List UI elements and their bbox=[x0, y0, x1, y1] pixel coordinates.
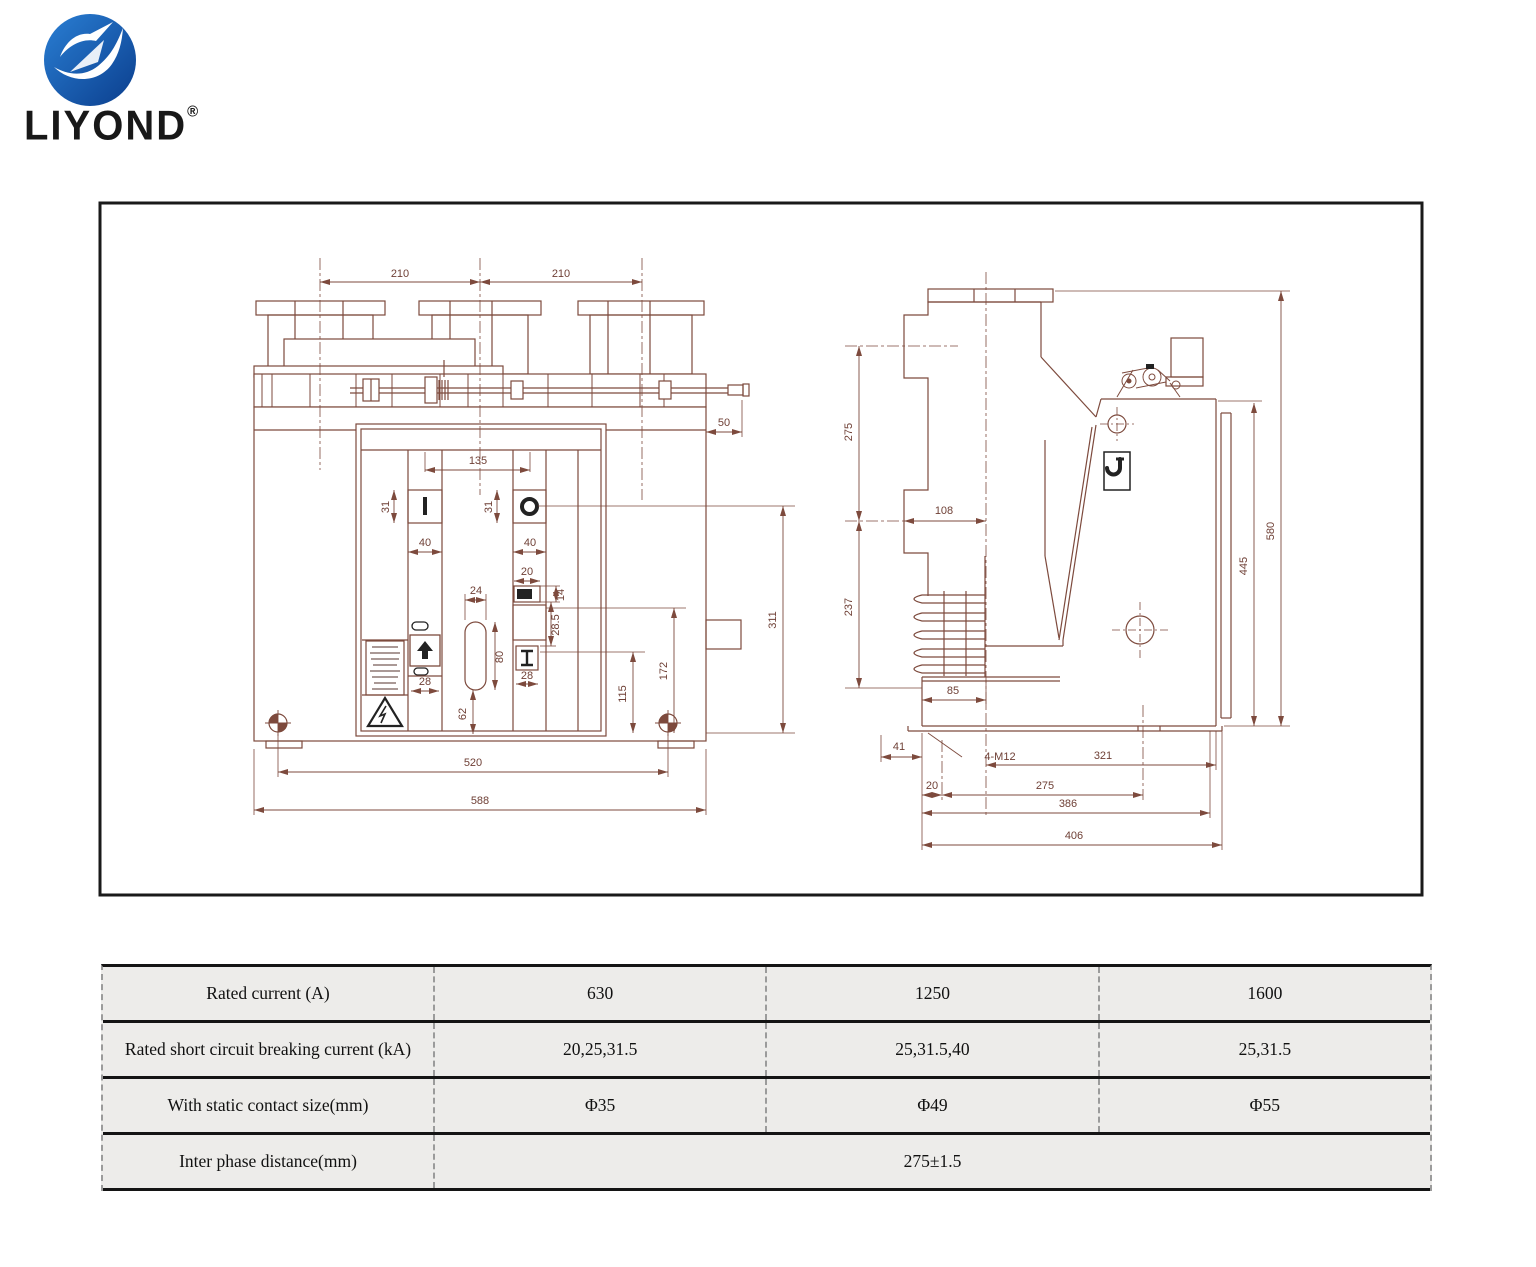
table-row: Inter phase distance(mm) 275±1.5 bbox=[103, 1135, 1430, 1191]
brand-wordmark: LIYOND® bbox=[24, 103, 198, 150]
table-row: With static contact size(mm) Φ35 Φ49 Φ55 bbox=[103, 1079, 1430, 1135]
row-label: With static contact size(mm) bbox=[167, 1095, 369, 1115]
dim-label: 445 bbox=[1238, 557, 1250, 575]
warning-triangle-icon bbox=[366, 695, 404, 728]
trip-linkage bbox=[1116, 364, 1181, 398]
dim-label: 20 bbox=[926, 780, 938, 792]
dim-label: 50 bbox=[718, 417, 730, 429]
side-view bbox=[845, 272, 1232, 816]
dim-label: 108 bbox=[935, 505, 953, 517]
mechanism-ports bbox=[512, 585, 547, 671]
dim-label: 115 bbox=[617, 685, 629, 703]
table-cell: 630 bbox=[433, 967, 765, 1020]
front-view-dim-labels: 210 210 50 135 31 31 40 40 20 24 14 28.5… bbox=[380, 268, 779, 807]
table-cell: Φ49 bbox=[765, 1079, 1097, 1132]
registered-mark: ® bbox=[187, 102, 199, 121]
table-cell: 25,31.5,40 bbox=[765, 1023, 1097, 1076]
dim-label: 386 bbox=[1059, 798, 1077, 810]
dim-label: 237 bbox=[843, 598, 855, 616]
front-view bbox=[253, 258, 750, 749]
dim-label: 520 bbox=[464, 757, 482, 769]
dim-label: 210 bbox=[552, 268, 570, 280]
lifting-hook-icon bbox=[1103, 451, 1131, 491]
close-indicator-icon bbox=[407, 489, 443, 524]
dim-label: 31 bbox=[483, 501, 495, 513]
dim-label: 85 bbox=[947, 685, 959, 697]
table-cell-merged: 275±1.5 bbox=[433, 1135, 1430, 1188]
dim-label: 406 bbox=[1065, 830, 1083, 842]
table-row: Rated short circuit breaking current (kA… bbox=[103, 1023, 1430, 1079]
nameplate bbox=[365, 640, 405, 696]
liyond-logo-icon bbox=[44, 14, 136, 106]
hole-crosshair bbox=[1100, 407, 1134, 441]
spring-charge-symbols bbox=[408, 621, 442, 677]
table-cell: Φ55 bbox=[1097, 1079, 1430, 1132]
dim-label: 41 bbox=[893, 741, 905, 753]
dim-label: 580 bbox=[1265, 522, 1277, 540]
row-label: Rated current (A) bbox=[206, 983, 330, 1003]
dim-label: 28 bbox=[419, 676, 431, 688]
insulator-fins bbox=[913, 556, 986, 677]
dim-label: 40 bbox=[524, 537, 536, 549]
dim-label: 275 bbox=[1036, 780, 1054, 792]
table-cell: Φ35 bbox=[433, 1079, 765, 1132]
mounting-hole-target bbox=[265, 710, 291, 736]
dim-label: 28.5 bbox=[550, 614, 562, 635]
dim-label: 135 bbox=[469, 455, 487, 467]
table-cell: 20,25,31.5 bbox=[433, 1023, 765, 1076]
dim-label: 210 bbox=[391, 268, 409, 280]
brand-text: LIYOND bbox=[24, 102, 188, 150]
liyond-logo: LIYOND® bbox=[24, 6, 250, 166]
drawing-frame bbox=[98, 201, 1424, 897]
table-cell: 1600 bbox=[1097, 967, 1430, 1020]
dim-label: 172 bbox=[658, 662, 670, 680]
table-row: Rated current (A) 630 1250 1600 bbox=[103, 967, 1430, 1023]
front-view-dimensions bbox=[253, 279, 795, 815]
dim-label: 14 bbox=[555, 589, 567, 601]
dim-label: 24 bbox=[470, 585, 482, 597]
dim-label: 28 bbox=[521, 670, 533, 682]
spec-table: Rated current (A) 630 1250 1600 Rated sh… bbox=[101, 964, 1432, 1191]
open-indicator-icon bbox=[512, 489, 547, 524]
dim-label: 40 bbox=[419, 537, 431, 549]
dim-label: 588 bbox=[471, 795, 489, 807]
hole-crosshair bbox=[1112, 602, 1168, 658]
row-label: Rated short circuit breaking current (kA… bbox=[124, 1039, 412, 1059]
side-view-dim-labels: 275 237 108 85 41 4-M12 20 275 321 386 4… bbox=[843, 423, 1277, 842]
table-cell: 25,31.5 bbox=[1097, 1023, 1430, 1076]
row-label: Inter phase distance(mm) bbox=[179, 1151, 357, 1171]
dim-label: 62 bbox=[457, 708, 469, 720]
dim-label: 275 bbox=[843, 423, 855, 441]
dim-label: 311 bbox=[767, 611, 779, 629]
side-view-dimensions bbox=[845, 290, 1290, 850]
dim-label: 4-M12 bbox=[984, 751, 1015, 763]
dim-label: 80 bbox=[494, 651, 506, 663]
dim-label: 321 bbox=[1094, 750, 1112, 762]
table-cell: 1250 bbox=[765, 967, 1097, 1020]
interlock-shaft bbox=[350, 360, 750, 404]
dim-label: 31 bbox=[380, 501, 392, 513]
dim-label: 20 bbox=[521, 566, 533, 578]
